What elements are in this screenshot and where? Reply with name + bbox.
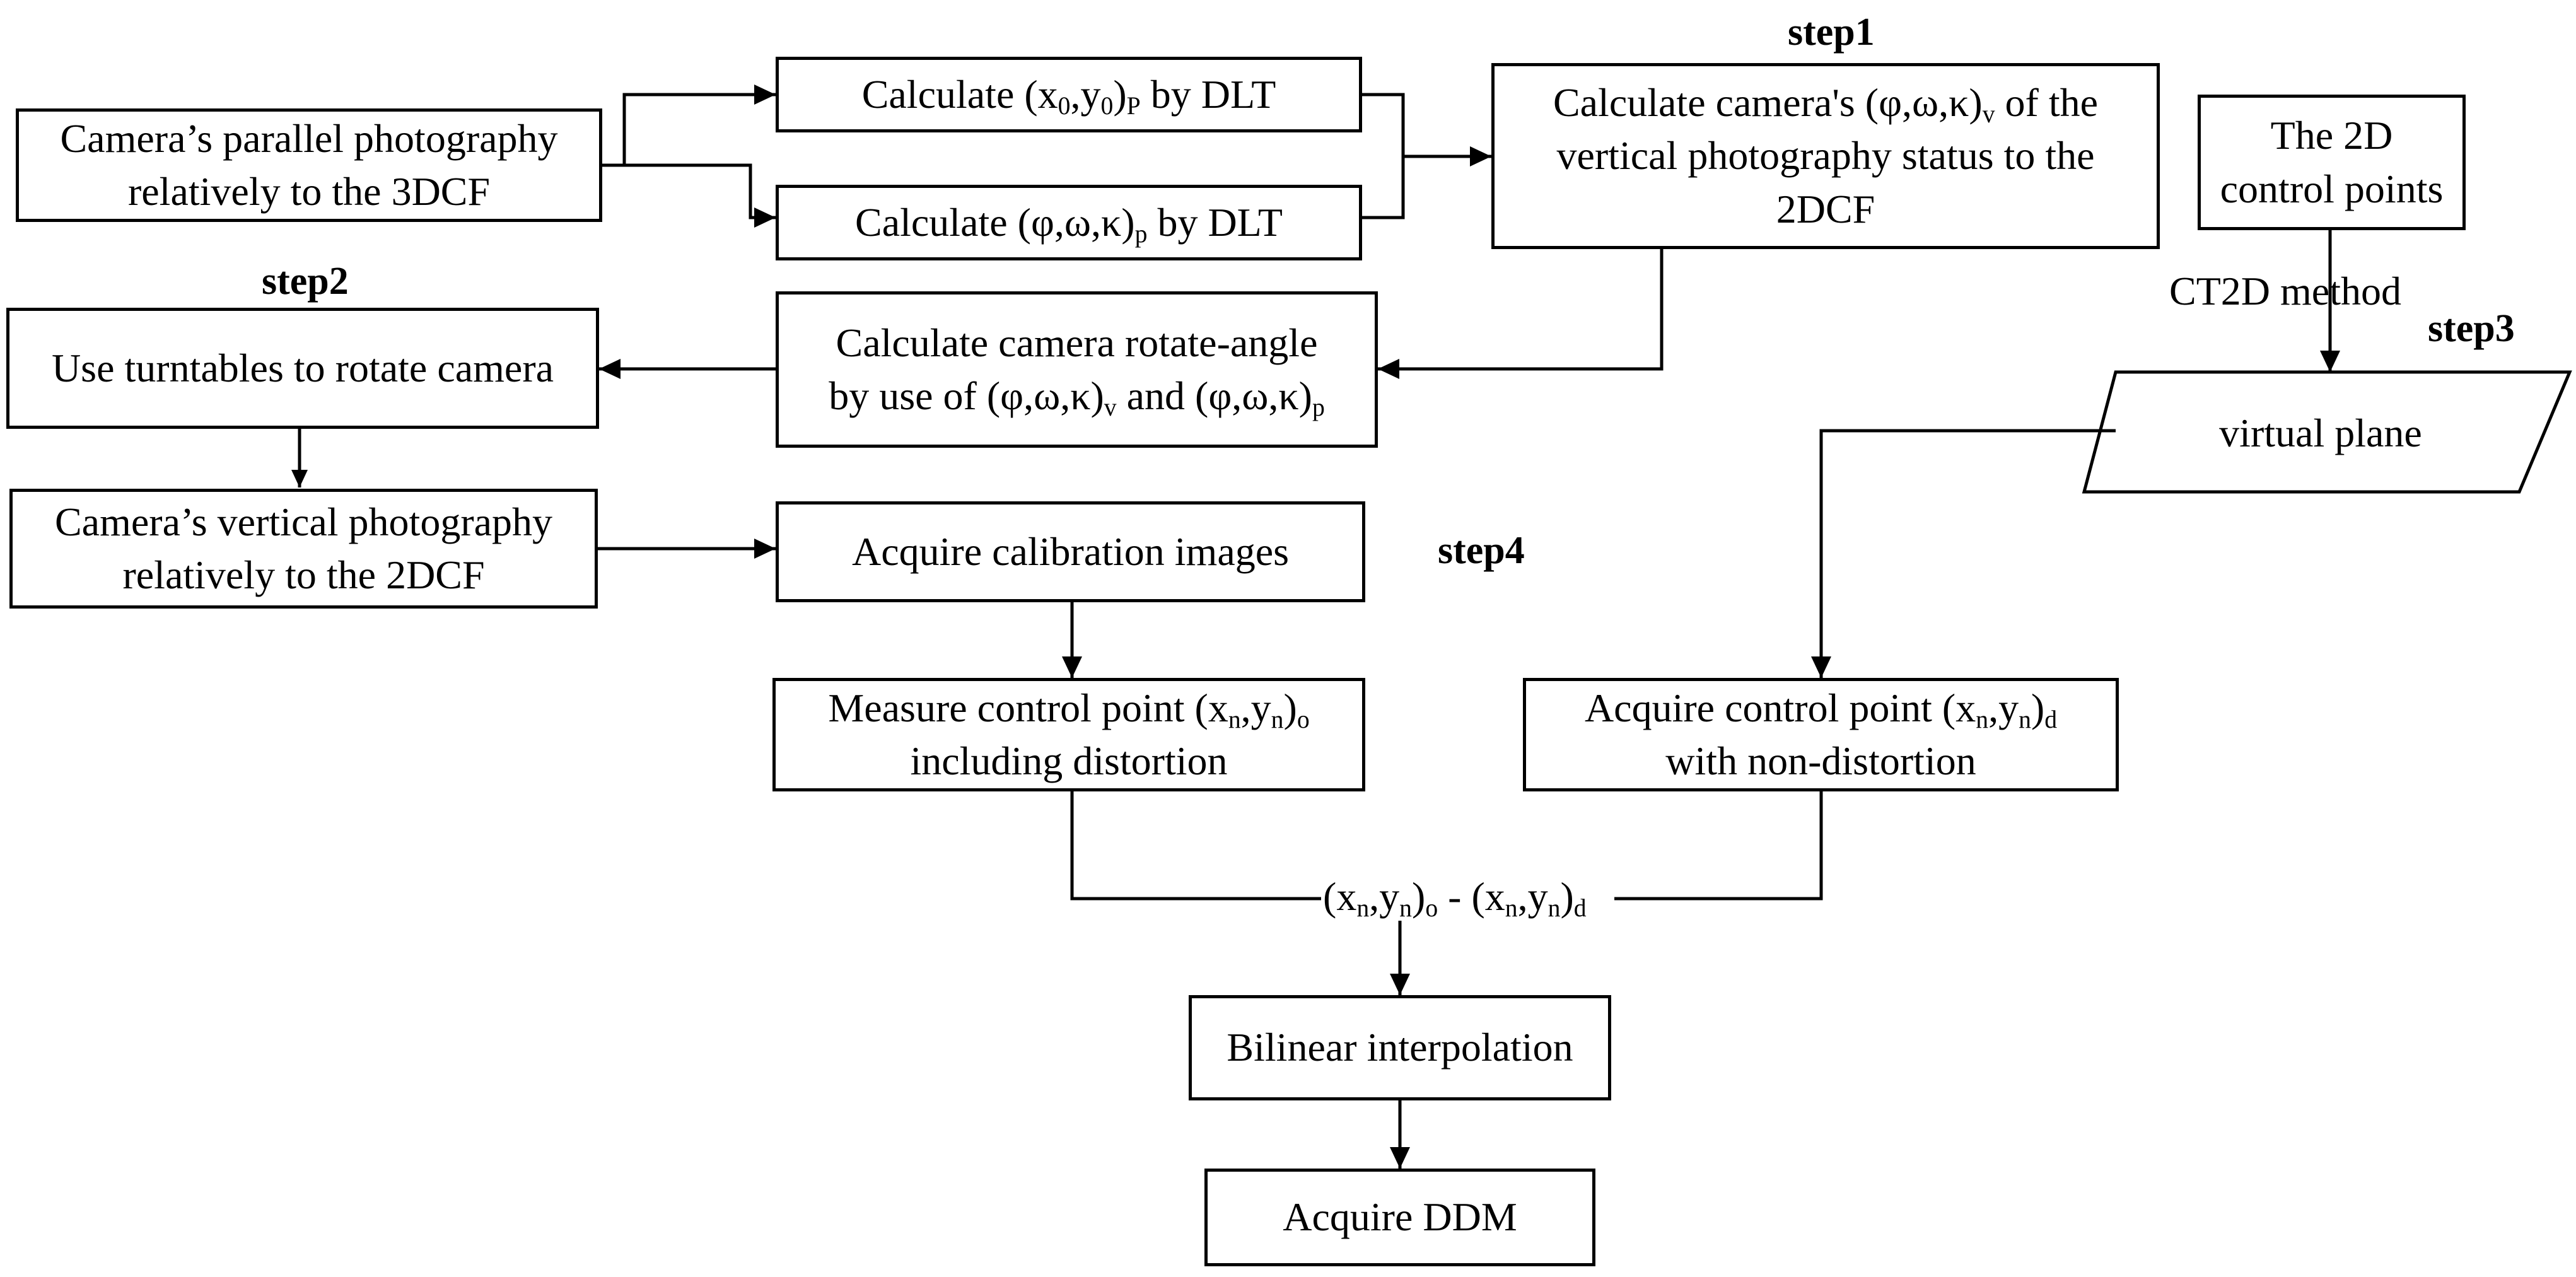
box-parallel-3dcf: Camera’s parallel photography relatively…: [16, 108, 602, 222]
box-calc-vertical: Calculate camera's (φ,ω,κ)v of the verti…: [1491, 63, 2160, 249]
arrowhead-vertical-2dcf: [291, 470, 308, 487]
box-vertical-2dcf: Camera’s vertical photography relatively…: [9, 489, 598, 609]
control-2d-line1: The 2D: [2270, 113, 2393, 158]
arrowhead-acquire: [1811, 656, 1831, 678]
parallel-3dcf-line1: Camera’s parallel photography: [60, 115, 558, 161]
arrowhead-measure: [1062, 656, 1082, 678]
step4-label: step4: [1438, 529, 1525, 572]
merge-dlt-outputs: [1362, 93, 1405, 219]
virtual-plane-label: virtual plane: [2219, 411, 2422, 455]
virtual-plane-shape: [2082, 370, 2572, 494]
step2-label: step2: [262, 260, 349, 303]
turntables-text: Use turntables to rotate camera: [51, 345, 554, 390]
acquire-cp-line2: with non-distortion: [1665, 738, 1976, 783]
arrowhead-rotate: [1378, 359, 1399, 379]
calc-vertical-line2: vertical photography status to the: [1556, 133, 2095, 178]
step1-label: step1: [1788, 11, 1875, 54]
control-2d-line2: control points: [2220, 166, 2444, 211]
arrow-virtual-to-acquire: [1819, 429, 2116, 678]
box-calc-angles-p: Calculate (φ,ω,κ)p by DLT: [776, 185, 1362, 260]
box-acquire-images: Acquire calibration images: [776, 501, 1365, 602]
box-calc-xy0: Calculate (x0,y0)P by DLT: [776, 57, 1362, 132]
step3-label: step3: [2428, 307, 2515, 350]
acquire-images-text: Acquire calibration images: [851, 528, 1290, 574]
calc-xy0-text: Calculate (x0,y0)P by DLT: [861, 71, 1276, 120]
arrowhead-bilinear: [1390, 974, 1410, 995]
calc-vertical-line3: 2DCF: [1776, 186, 1875, 231]
calc-vertical-line1: Calculate camera's (φ,ω,κ)v of the: [1553, 79, 2099, 128]
arrowhead-ddm: [1390, 1147, 1410, 1169]
box-bilinear: Bilinear interpolation: [1189, 995, 1611, 1100]
rotate-angle-line1: Calculate camera rotate-angle: [836, 320, 1318, 365]
vertical-2dcf-line1: Camera’s vertical photography: [54, 499, 553, 544]
acquire-cp-line1: Acquire control point (xn,yn)d: [1584, 685, 2058, 733]
bilinear-text: Bilinear interpolation: [1227, 1025, 1573, 1070]
box-measure-cp: Measure control point (xn,yn)o including…: [772, 678, 1365, 791]
calc-angles-p-text: Calculate (φ,ω,κ)p by DLT: [855, 199, 1283, 248]
vertical-2dcf-line2: relatively to the 2DCF: [122, 552, 485, 597]
measure-cp-line2: including distortion: [910, 738, 1228, 783]
measure-cp-line1: Measure control point (xn,yn)o: [828, 685, 1310, 733]
arrowhead-vertical: [1470, 146, 1491, 166]
ddm-text: Acquire DDM: [1283, 1194, 1517, 1240]
box-turntables: Use turntables to rotate camera: [6, 308, 599, 429]
box-control-2d: The 2D control points: [2198, 95, 2466, 230]
arrow-vertical-to-rotate: [1378, 249, 1664, 371]
parallel-3dcf-line2: relatively to the 3DCF: [127, 169, 491, 214]
box-ddm: Acquire DDM: [1204, 1169, 1595, 1266]
arrow-parallel-to-angles: [624, 163, 776, 219]
arrowhead-virtual: [2320, 351, 2340, 372]
ct2d-method-label: CT2D method: [2169, 269, 2401, 313]
arrowhead-angles: [754, 207, 776, 228]
arrow-parallel-to-xy0: [602, 93, 776, 167]
line-acquire-to-difference: [1614, 791, 1823, 901]
box-acquire-cp: Acquire control point (xn,yn)d with non-…: [1523, 678, 2119, 791]
difference-label: (xn,yn)o - (xn,yn)d: [1323, 874, 1587, 922]
line-measure-to-difference: [1070, 791, 1321, 901]
box-rotate-angle: Calculate camera rotate-angle by use of …: [776, 291, 1378, 448]
rotate-angle-line2: by use of (φ,ω,κ)v and (φ,ω,κ)p: [829, 373, 1325, 421]
arrowhead-turntables: [599, 359, 621, 379]
arrowhead-images: [754, 539, 776, 559]
arrowhead-xy0: [754, 85, 776, 105]
